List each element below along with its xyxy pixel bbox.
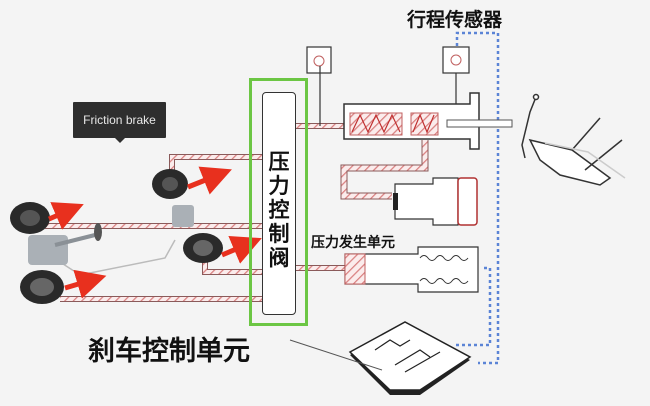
foot-icon [528,138,612,186]
signal-line-generator [455,266,492,347]
force-arrow-front-right [187,166,232,195]
master-cylinder [343,92,513,150]
stroke-sensor-label: 行程传感器 [407,9,503,31]
vehicle-chassis [10,169,223,304]
leader-line [289,339,383,371]
master-cylinder-chamber-1 [349,112,403,136]
force-arrow-rear-left [64,269,107,299]
pushrod [446,119,513,128]
pressure-generating-unit [344,246,479,293]
front-axle-assembly [28,235,68,265]
signal-line-stroke-sensor [455,31,500,365]
brake-control-unit-chip [289,321,472,395]
pressure-generating-unit-label: 压力发生单元 [311,235,395,251]
pressure-sensor-icon [306,46,332,74]
brake-control-unit-label: 刹车控制单元 [88,336,250,367]
force-arrow-rear-right [221,236,262,264]
brake-pedal-with-foot [521,93,626,186]
master-cylinder-chamber-2 [410,112,439,136]
stroke-sensor-icon [442,46,470,74]
signal-lines [455,31,500,365]
pressure-control-valve-highlight [249,78,308,326]
pedal-simulator [393,177,478,226]
rear-differential [172,205,194,227]
brake-pedal [521,96,537,159]
sensor-icons [306,46,470,126]
brake-force-arrows [48,166,262,299]
steering-wheel [94,223,102,241]
chassis-link [59,239,176,276]
friction-brake-tooltip: Friction brake [73,102,166,143]
steering-column [54,233,96,247]
pressure-control-valve [262,92,296,315]
force-arrow-front-left [48,202,84,230]
pressure-control-valve-label: 压力控制阀 [268,150,290,270]
